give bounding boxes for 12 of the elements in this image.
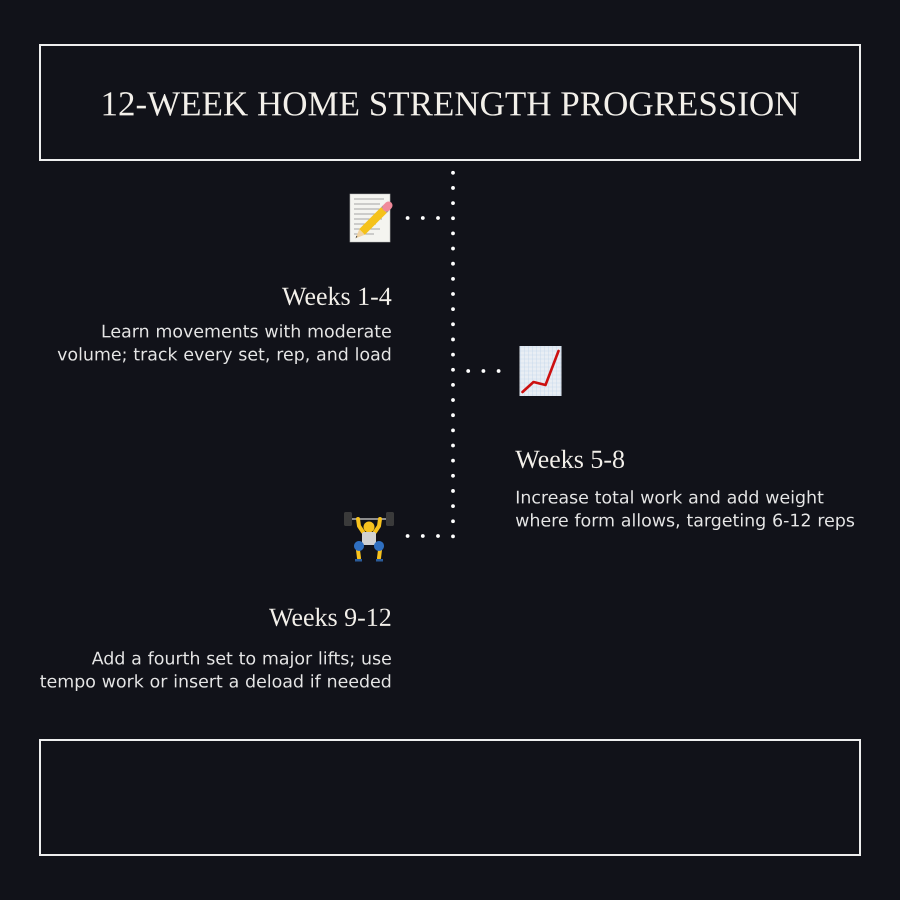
dotted-connector bbox=[406, 534, 440, 538]
dotted-timeline bbox=[451, 170, 455, 540]
blank-box bbox=[39, 739, 861, 856]
dotted-connector bbox=[406, 216, 440, 220]
phase-description: Learn movements with moderate volume; track every set, rep, and load bbox=[58, 324, 391, 364]
dotted-connector bbox=[466, 369, 501, 373]
phase-description: Add a fourth set to major lifts; use tempo work or insert a deload if needed bbox=[40, 651, 391, 692]
phase-heading: Weeks 1-4 bbox=[282, 286, 392, 306]
title-box: 12-WEEK HOME STRENGTH PROGRESSION bbox=[39, 44, 861, 161]
phase-heading: Weeks 9-12 bbox=[269, 608, 390, 626]
phase-description: Increase total work and add weight where form allows, targeting 6-12 reps bbox=[516, 490, 854, 530]
phase-heading: Weeks 5-8 bbox=[515, 450, 624, 468]
